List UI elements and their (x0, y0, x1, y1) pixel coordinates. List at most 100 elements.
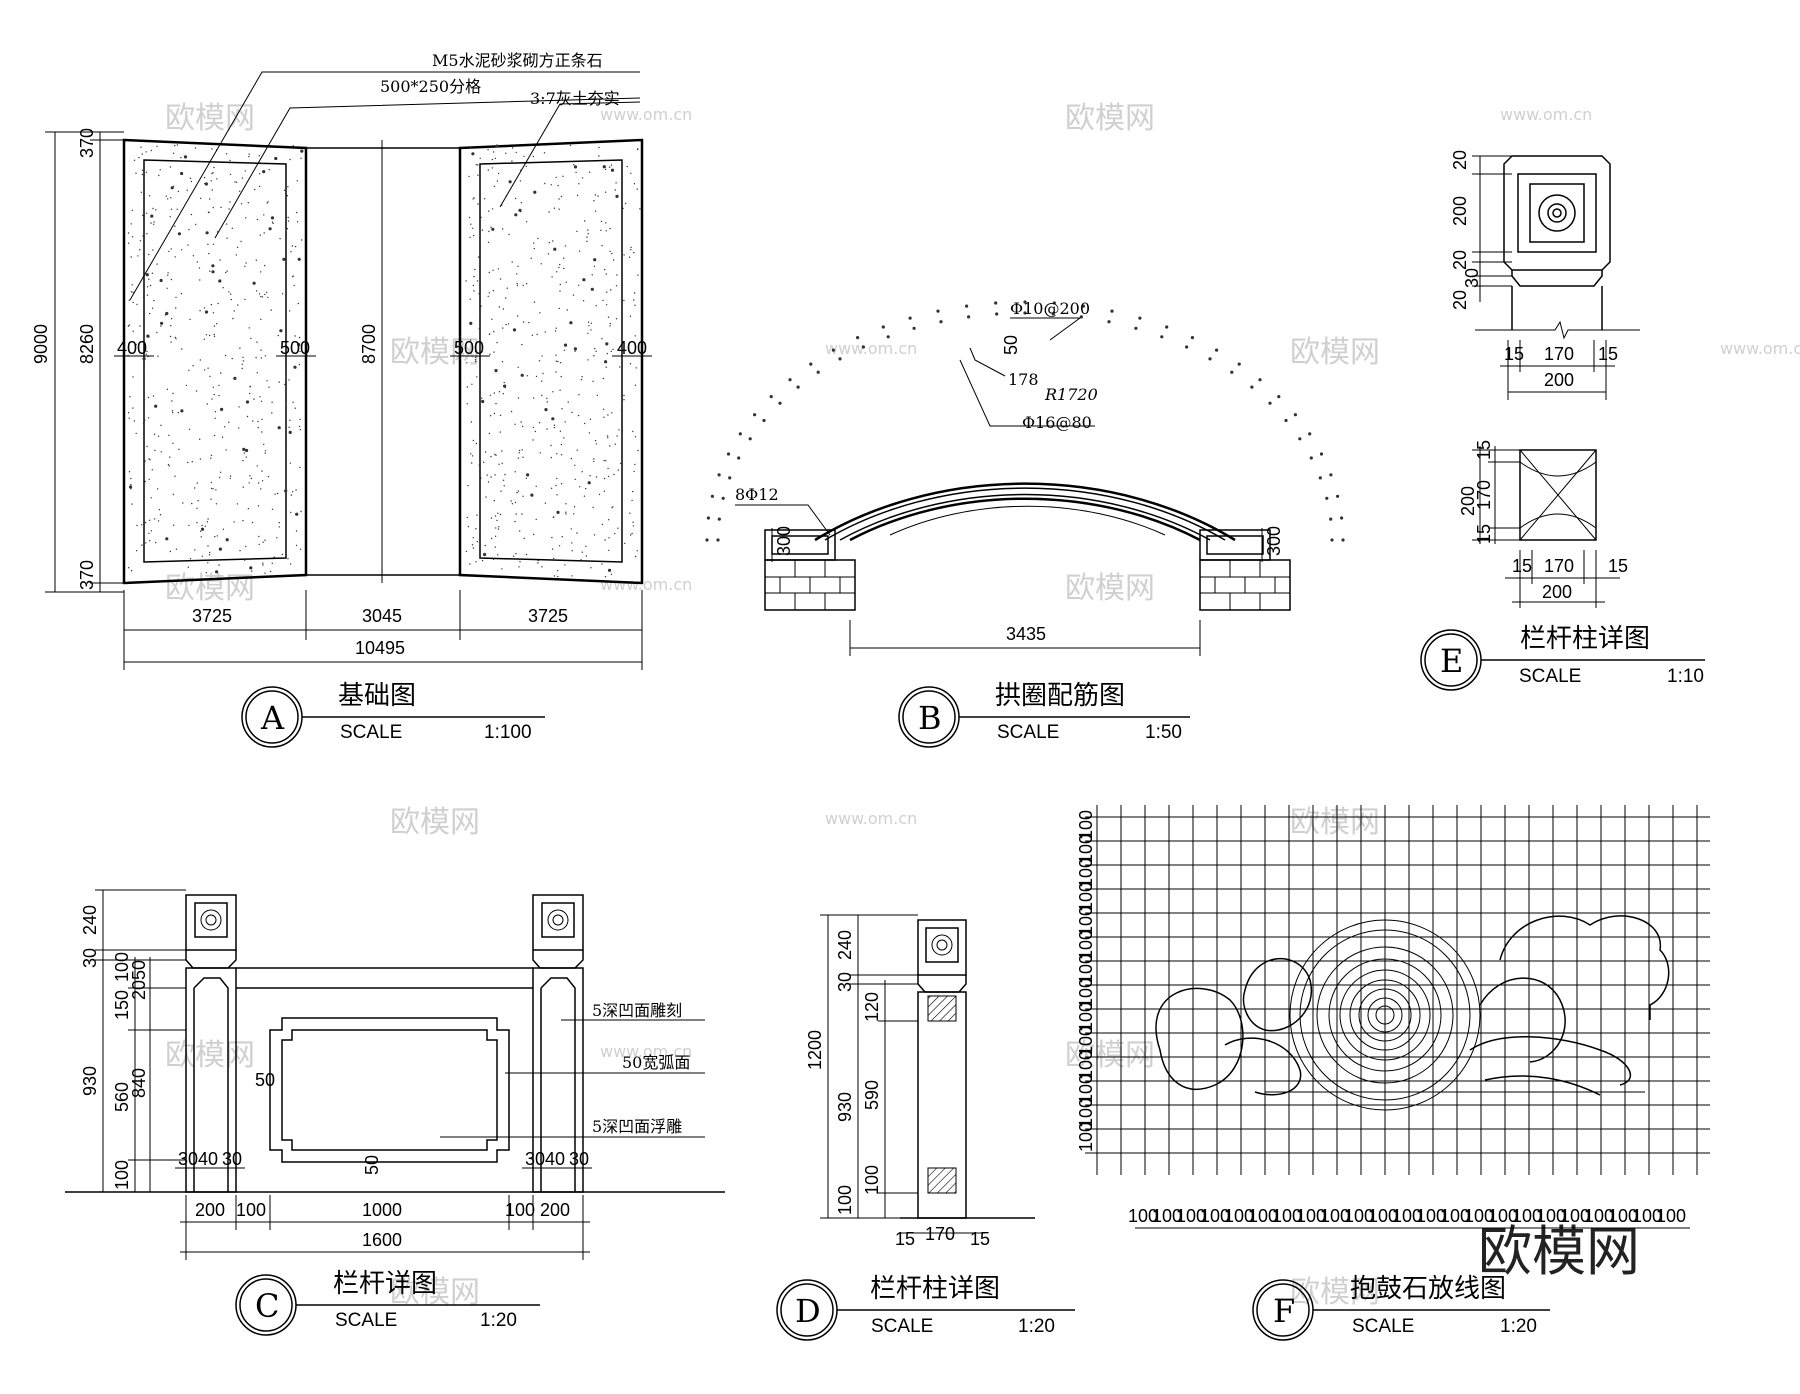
speckle-dot (187, 244, 189, 246)
note-grid: 500*250分格 (380, 77, 481, 96)
speckle-dot (245, 448, 249, 453)
note-relief: 5深凹面浮雕 (592, 1117, 682, 1136)
speckle-dot (604, 539, 606, 541)
speckle-dot (199, 438, 201, 440)
dim-370-bottom: 370 (77, 560, 97, 590)
speckle-dot (494, 474, 496, 476)
speckle-dot (543, 152, 546, 154)
label-beam-rebar: 8Φ12 (735, 485, 779, 504)
rebar-dot (1081, 304, 1085, 308)
speckle-dot (211, 398, 213, 400)
speckle-dot (605, 222, 607, 224)
speckle-dot (585, 545, 587, 547)
speckle-dot (555, 354, 557, 356)
speckle-dot (204, 525, 206, 527)
speckle-dot (256, 218, 259, 221)
speckle-dot (553, 557, 555, 560)
speckle-dot (557, 184, 559, 187)
speckle-dot (247, 202, 249, 204)
speckle-dot (262, 170, 266, 174)
speckle-dot (285, 373, 287, 376)
dim-3435: 3435 (1006, 624, 1046, 644)
speckle-dot (474, 359, 477, 361)
speckle-dot (636, 188, 638, 190)
note-arc-face: 50宽弧面 (622, 1053, 690, 1072)
speckle-dot (160, 321, 164, 325)
speckle-dot (267, 475, 270, 478)
speckle-dot (585, 555, 588, 557)
cap-carving-frame (1529, 183, 1585, 243)
speckle-dot (139, 240, 142, 242)
speckle-dot (615, 194, 619, 198)
speckle-dot (633, 292, 636, 294)
speckle-dot (220, 206, 222, 209)
speckle-dot (504, 473, 506, 476)
speckle-dot (514, 471, 516, 473)
speckle-dot (488, 432, 491, 435)
speckle-dot (466, 386, 469, 388)
detail-marker-e-inner (1424, 633, 1478, 687)
speckle-dot (220, 471, 222, 473)
speckle-dot (186, 189, 188, 191)
speckle-dot (602, 299, 604, 302)
speckle-dot (604, 268, 606, 271)
speckle-dot (546, 401, 548, 403)
speckle-dot (273, 556, 275, 558)
speckle-dot (563, 349, 566, 351)
speckle-dot (507, 323, 510, 325)
speckle-dot (550, 487, 553, 489)
post-cap (1503, 155, 1611, 271)
rebar-dot (936, 309, 940, 313)
speckle-dot (501, 568, 503, 570)
scale-e: 1:10 (1667, 666, 1704, 687)
speckle-dot (287, 216, 289, 219)
speckle-dot (180, 157, 182, 159)
flower-carving-icon (931, 934, 953, 956)
speckle-dot (518, 452, 520, 454)
speckle-dot (560, 454, 563, 456)
speckle-dot (566, 309, 568, 311)
speckle-dot (511, 503, 514, 505)
speckle-dot (600, 229, 602, 231)
speckle-dot (569, 321, 573, 325)
speckle-dot (143, 176, 145, 178)
speckle-dot (491, 318, 493, 320)
speckle-dot (209, 270, 211, 272)
speckle-dot (264, 450, 267, 452)
speckle-dot (470, 453, 472, 455)
rebar-dot (1052, 301, 1056, 305)
dim-e-30: 30 (1462, 268, 1482, 288)
speckle-dot (498, 463, 500, 465)
speckle-dot (133, 420, 135, 422)
speckle-dot (620, 409, 623, 412)
speckle-dot (517, 366, 519, 368)
speckle-dot (212, 488, 214, 490)
speckle-dot (286, 195, 288, 197)
speckle-dot (603, 416, 605, 418)
grid-dim-label: 100 (1076, 882, 1096, 912)
speckle-dot (495, 402, 497, 405)
speckle-dot (242, 459, 244, 462)
speckle-dot (166, 287, 168, 289)
grid-dim-label: 100 (1152, 1206, 1182, 1226)
speckle-dot (541, 566, 543, 568)
speckle-dot (604, 576, 607, 578)
speckle-dot (299, 466, 301, 469)
speckle-dot (138, 156, 140, 159)
speckle-dot (476, 280, 479, 282)
dim-e-15e: 15 (1512, 556, 1532, 576)
speckle-dot (234, 181, 236, 183)
speckle-dot (142, 235, 144, 237)
speckle-dot (264, 572, 266, 574)
plan-diagonals (1519, 449, 1597, 541)
speckle-dot (211, 270, 215, 274)
rebar-dot (728, 476, 732, 480)
speckle-dot (205, 572, 207, 574)
rebar-dot (706, 516, 711, 520)
dim-c-30: 30 (80, 948, 100, 968)
left-post-recess (193, 977, 229, 1192)
speckle-dot (169, 166, 172, 168)
speckle-dot (249, 475, 251, 477)
speckle-dot (155, 541, 157, 544)
